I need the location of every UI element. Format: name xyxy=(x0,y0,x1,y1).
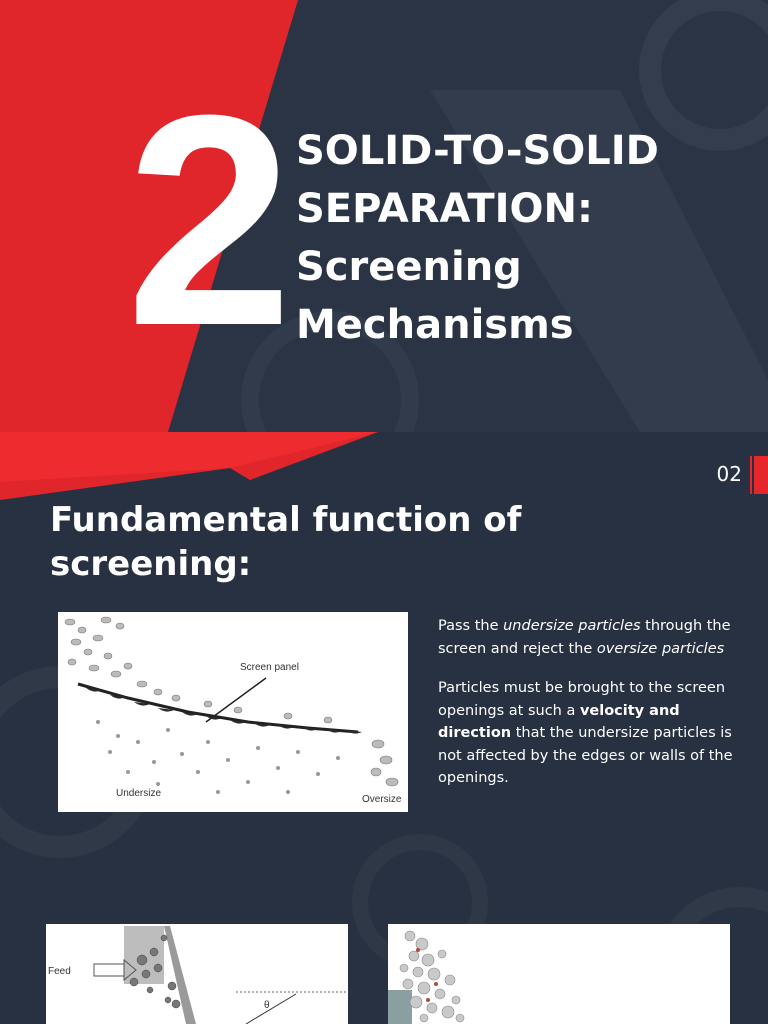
p2-text-a: Particles must be brought to the screen … xyxy=(438,680,726,719)
slide-title: SOLID-TO-SOLID SEPARATION: Screening Mec… xyxy=(296,122,756,354)
heading-line-1: Fundamental function of xyxy=(50,500,522,540)
oversize-label: Oversize xyxy=(362,794,402,805)
page-number-accent xyxy=(750,456,768,494)
p2-bold: velocity and direction xyxy=(438,702,680,742)
title-line-2: SEPARATION: xyxy=(296,186,594,232)
p1-emphasis-undersize: undersize particles xyxy=(503,618,641,634)
content-slide: 02 Fundamental function of screening: xyxy=(0,432,768,1024)
paragraph-1: Pass the undersize particles through the… xyxy=(438,615,738,660)
p1-emphasis-oversize: oversize particles xyxy=(596,640,725,657)
screen-panel-figure: Screen panel Undersize Oversize xyxy=(58,612,408,812)
title-line-1: SOLID-TO-SOLID xyxy=(296,128,659,174)
particle-cloud-figure xyxy=(388,924,730,1024)
body-text: Pass the undersize particles through the… xyxy=(438,615,738,807)
screen-panel-diagram xyxy=(64,616,399,794)
heading-line-2: screening: xyxy=(50,544,252,584)
p1-text-a: Pass the xyxy=(438,618,504,634)
title-slide: 2 SOLID-TO-SOLID SEPARATION: Screening M… xyxy=(0,0,768,432)
slide-background xyxy=(0,0,768,432)
title-line-3: Screening xyxy=(296,244,522,290)
p2-text-b: that the undersize particles is not affe… xyxy=(438,725,733,786)
paragraph-2: Particles must be brought to the screen … xyxy=(438,677,738,790)
slide-heading: Fundamental function of screening: xyxy=(50,498,610,586)
feed-angle-diagram xyxy=(93,926,346,1024)
feed-label: Feed xyxy=(48,966,71,977)
undersize-label: Undersize xyxy=(116,788,162,799)
p1-text-b: through the screen and reject the xyxy=(438,618,731,657)
section-number: 2 xyxy=(126,52,293,388)
angle-label: θ xyxy=(264,1000,270,1011)
page-number: 02 xyxy=(716,462,742,486)
particle-cloud-image xyxy=(388,930,465,1024)
screen-panel-label: Screen panel xyxy=(240,662,299,673)
title-line-4: Mechanisms xyxy=(296,302,574,348)
feed-angle-figure: Feed θ xyxy=(46,924,348,1024)
